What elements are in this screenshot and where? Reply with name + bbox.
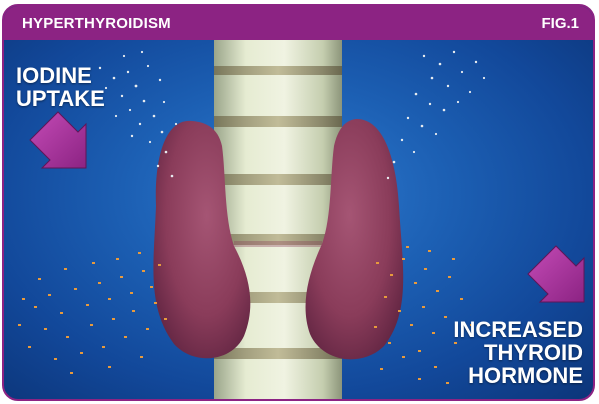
iodine-uptake-label: IODINE UPTAKE xyxy=(16,64,105,110)
increased-hormone-line-2: THYROID xyxy=(453,341,583,364)
hormone-particles-left xyxy=(18,252,167,374)
figure-card: HYPERTHYROIDISM FIG.1 IODINE UPTAKE INCR… xyxy=(2,4,595,401)
iodine-uptake-line-1: IODINE xyxy=(16,64,105,87)
iodine-particles-right xyxy=(387,51,485,179)
increased-hormone-label: INCREASED THYROID HORMONE xyxy=(453,318,583,387)
iodine-arrow-icon xyxy=(30,112,86,168)
iodine-uptake-line-2: UPTAKE xyxy=(16,87,105,110)
increased-hormone-line-1: INCREASED xyxy=(453,318,583,341)
figure-number: FIG.1 xyxy=(541,15,579,32)
increased-hormone-line-3: HORMONE xyxy=(453,364,583,387)
figure-header: HYPERTHYROIDISM FIG.1 xyxy=(4,6,593,40)
hormone-arrow-icon xyxy=(528,246,584,302)
figure-title: HYPERTHYROIDISM xyxy=(22,15,171,32)
